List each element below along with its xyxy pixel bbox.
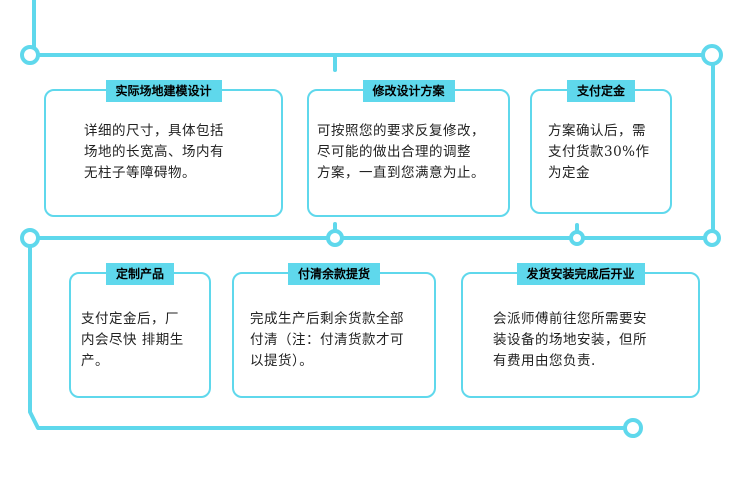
step-3-card: 支付定金 方案确认后，需 支付货款30%作 为定金 [530, 80, 672, 214]
node-end [623, 418, 643, 438]
step-2-card: 修改设计方案 可按照您的要求反复修改， 尽可能的做出合理的调整 方案，一直到您满… [307, 80, 510, 217]
node-start [20, 45, 40, 65]
step-1-line-3: 无柱子等障碍物。 [84, 165, 196, 181]
node-mid-2 [569, 230, 585, 246]
step-6-card: 发货安装完成后开业 会派师傅前往您所需要安 装设备的场地安装，但所 有费用由您负… [461, 263, 700, 398]
step-3-line-3: 为定金 [548, 165, 590, 181]
step-1-line-2: 场地的长宽高、场内有 [84, 144, 224, 160]
step-3-title: 支付定金 [566, 80, 636, 102]
step-5-description: 完成生产后剩余货款全部 付清（注：付清货款才可 以提货）。 [234, 309, 434, 372]
step-5-card: 付清余款提货 完成生产后剩余货款全部 付清（注：付清货款才可 以提货）。 [232, 263, 436, 398]
step-4-line-2: 内会尽快 排期生 [81, 332, 184, 348]
step-1-line-1: 详细的尺寸，具体包括 [84, 123, 224, 139]
step-3-description: 方案确认后，需 支付货款30%作 为定金 [532, 121, 670, 184]
step-1-card: 实际场地建模设计 详细的尺寸，具体包括 场地的长宽高、场内有 无柱子等障碍物。 [44, 80, 283, 217]
step-4-line-1: 支付定金后，厂 [81, 311, 179, 327]
step-6-line-2: 装设备的场地安装，但所 [493, 332, 647, 348]
step-1-title: 实际场地建模设计 [105, 80, 222, 102]
node-mid-1 [326, 229, 344, 247]
step-6-line-3: 有费用由您负责. [493, 353, 596, 369]
step-5-title: 付清余款提货 [287, 263, 381, 285]
step-5-line-3: 以提货）。 [250, 353, 314, 369]
step-6-line-1: 会派师傅前往您所需要安 [493, 311, 647, 327]
step-4-line-3: 产。 [81, 353, 109, 369]
step-4-card: 定制产品 支付定金后，厂 内会尽快 排期生 产。 [69, 263, 211, 398]
step-6-title: 发货安装完成后开业 [516, 263, 645, 285]
step-2-line-1: 可按照您的要求反复修改， [317, 123, 485, 139]
step-3-line-1: 方案确认后，需 [548, 123, 646, 139]
step-3-line-2: 支付货款30%作 [548, 144, 650, 160]
node-top-right [701, 44, 723, 66]
step-5-line-1: 完成生产后剩余货款全部 [250, 311, 404, 327]
step-2-description: 可按照您的要求反复修改， 尽可能的做出合理的调整 方案，一直到您满意为止。 [309, 121, 508, 184]
step-2-line-3: 方案，一直到您满意为止。 [317, 165, 485, 181]
step-5-line-2: 付清（注：付清货款才可 [250, 332, 404, 348]
node-left [20, 228, 40, 248]
step-2-line-2: 尽可能的做出合理的调整 [317, 144, 471, 160]
node-right [703, 229, 721, 247]
step-6-description: 会派师傅前往您所需要安 装设备的场地安装，但所 有费用由您负责. [463, 309, 698, 372]
step-4-description: 支付定金后，厂 内会尽快 排期生 产。 [71, 309, 209, 372]
step-4-title: 定制产品 [105, 263, 175, 285]
step-1-description: 详细的尺寸，具体包括 场地的长宽高、场内有 无柱子等障碍物。 [46, 121, 281, 184]
step-2-title: 修改设计方案 [362, 80, 455, 102]
